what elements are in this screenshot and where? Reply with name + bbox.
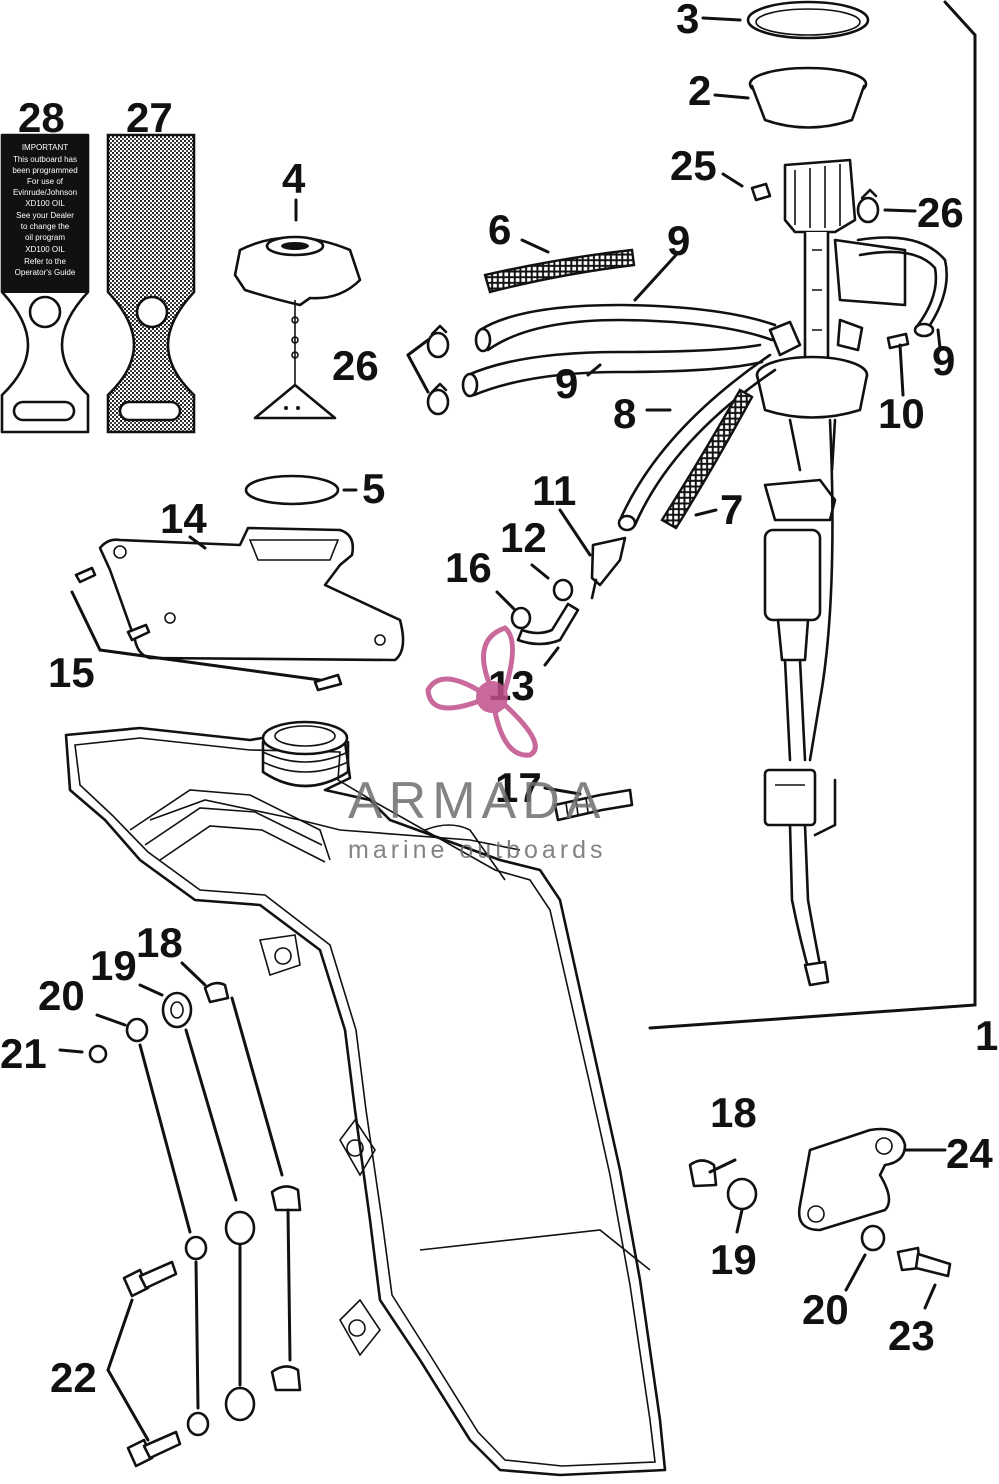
o-ring-5 (244, 474, 340, 506)
callout-3: 3 (676, 0, 699, 42)
callout-26: 26 (332, 342, 379, 389)
callout-23: 23 (888, 1312, 935, 1359)
callout-14: 14 (160, 495, 207, 542)
callout-19: 19 (90, 942, 137, 989)
callout-7: 7 (720, 486, 743, 533)
hose-9-right (856, 236, 948, 338)
propeller-logo (425, 625, 538, 758)
decal-line: See your Dealer (16, 211, 74, 220)
decal-line: XD100 OIL (25, 199, 65, 208)
callout-22: 22 (50, 1354, 97, 1401)
decal-line: XD100 OIL (25, 245, 65, 254)
fitting-11 (590, 536, 627, 587)
callout-11: 11 (532, 467, 576, 514)
clip-25 (750, 182, 772, 202)
watermark: ARMADA marine outboards (348, 625, 607, 864)
leader-lines (58, 16, 947, 1442)
decal-line: to change the (21, 222, 70, 231)
decal-line: oil program (25, 233, 65, 242)
clamp-16 (510, 606, 532, 630)
callout-2: 2 (688, 67, 711, 114)
decal-28: IMPORTANT This outboard has been program… (0, 133, 90, 434)
brand-tagline: marine outboards (348, 836, 607, 864)
decal-27 (106, 133, 196, 434)
mount-hardware-left (88, 981, 302, 1468)
decal-line: Operator's Guide (15, 268, 76, 277)
decal-line: Refer to the (24, 257, 66, 266)
callout-15: 15 (48, 649, 95, 696)
decal-line: been programmed (12, 166, 77, 175)
clamp-12 (552, 578, 574, 602)
callout-24: 24 (946, 1130, 993, 1177)
callout-21: 21 (0, 1030, 47, 1077)
gasket-3 (746, 0, 870, 40)
callout-10: 10 (878, 390, 925, 437)
callout-28: 28 (18, 94, 65, 141)
clamp-26 (426, 188, 880, 416)
filler-cap-4 (233, 235, 362, 420)
callout-17: 17 (495, 764, 542, 811)
callout-9: 9 (932, 337, 955, 384)
cup-2 (748, 66, 868, 129)
callout-6: 6 (488, 206, 511, 253)
sleeve-7 (660, 388, 754, 530)
callout-1: 1 (975, 1012, 998, 1059)
decal-line: This outboard has (13, 155, 77, 164)
callout-20: 20 (802, 1286, 849, 1333)
callout-25: 25 (670, 142, 717, 189)
screw-15 (74, 566, 343, 692)
screw-10 (886, 332, 910, 350)
fitting-11-stem (590, 578, 598, 600)
callout-26: 26 (917, 189, 964, 236)
callout-19: 19 (710, 1236, 757, 1283)
callout-labels: 1 2 3 4 5 6 7 8 9 9 9 10 11 12 13 14 15 … (0, 0, 998, 1401)
callout-16: 16 (445, 544, 492, 591)
callout-8: 8 (613, 390, 636, 437)
assembly-bracket-line (648, 0, 977, 1030)
stud-17 (553, 788, 634, 822)
callout-9: 9 (667, 217, 690, 264)
decal-line: For use of (27, 177, 64, 186)
sleeve-6 (483, 248, 636, 294)
brand-name: ARMADA (348, 772, 606, 830)
callout-27: 27 (126, 94, 173, 141)
oil-tank (64, 720, 667, 1477)
elbow-13 (516, 602, 580, 646)
decal-line: Evinrude/Johnson (13, 188, 77, 197)
callout-12: 12 (500, 514, 547, 561)
mount-hardware-right (688, 1127, 952, 1278)
callout-20: 20 (38, 972, 85, 1019)
callout-18: 18 (710, 1089, 757, 1136)
stud-threads (565, 797, 589, 818)
callout-4: 4 (282, 155, 306, 202)
hose-8 (617, 353, 777, 532)
callout-18: 18 (136, 919, 183, 966)
callout-5: 5 (362, 465, 385, 512)
decal-line: IMPORTANT (22, 143, 68, 152)
hose-9 (461, 303, 777, 398)
callout-9: 9 (555, 360, 578, 407)
gasket-plate-14 (98, 526, 405, 662)
pickup-assembly-1 (755, 158, 907, 987)
